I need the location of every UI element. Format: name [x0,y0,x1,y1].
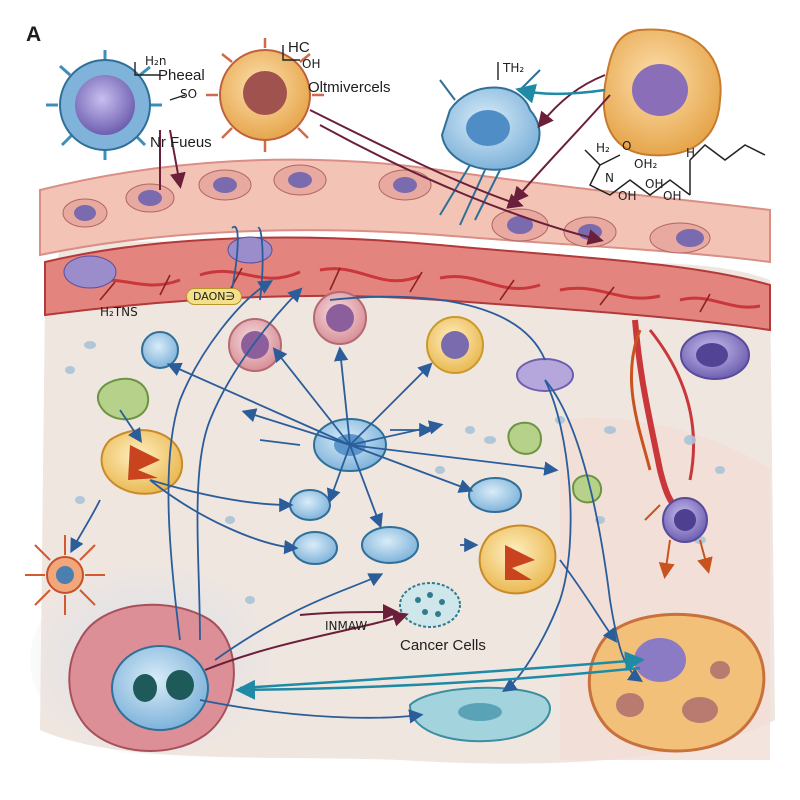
teal-arrows [235,83,645,700]
inner-nucleus [133,674,157,702]
chem-label: OH [302,57,321,71]
orange-arrows [644,504,713,579]
cancer-cell-granules [415,592,445,617]
inner-nucleus [166,670,194,700]
damaged-cell-core [505,545,535,580]
cancer-cells-label: Cancer Cells [400,637,486,654]
epithelial-nucleus [138,190,162,206]
panel-label: A [26,23,42,46]
mid-cells [96,291,750,595]
chem-label: H₂n [145,54,167,68]
spiky-cell [25,535,105,615]
blue-cell [292,531,338,565]
cancer-cell-cluster [399,582,461,628]
top-left-cell [46,50,162,160]
chem-label: H [686,146,696,160]
chem-strokes [134,45,499,101]
damaged-cell-core [128,445,160,480]
dendritic-nucleus [466,110,510,146]
bottom-left-large-cell [68,603,235,752]
spiky-cell-core [56,566,74,584]
chem-label: H₂ [596,141,610,155]
purple-cell-nucleus [696,343,728,367]
chem-label: OH [618,189,637,203]
chemical-structure [584,144,766,196]
blue-cell [289,489,331,521]
cell-granule [710,661,730,679]
blue-cell [361,526,419,564]
green-cell [507,421,542,455]
green-cell [96,377,150,421]
blue-arrows [70,225,643,724]
chem-label: SO [180,87,198,101]
epithelial-nucleus [507,216,533,234]
cell-caption: Oltmivercels [308,79,391,96]
epithelial-nucleus [213,177,237,193]
epithelial-nucleus [393,177,417,193]
chem-label: O [622,139,632,153]
chem-label: N [605,171,614,185]
blue-cell [468,477,522,513]
epithelial-nucleus [288,172,312,188]
badge-label: DAON∋ [186,288,243,305]
descending-vessel-branch [629,329,652,471]
cell-body [587,612,766,753]
descending-vessel-branch [648,329,696,481]
cell-nucleus [632,64,688,116]
cell-nucleus [75,75,135,135]
pink-cell-nucleus [326,304,354,332]
epithelial-nucleus [74,205,96,221]
small-blue-spiky-cell [141,331,179,369]
green-cell [572,474,603,504]
chem-label: OH [645,177,664,191]
chem-label: HC [288,39,310,56]
cell-caption: Nr Fueus [150,134,212,151]
cell-nucleus [634,638,686,682]
vessel-branches [79,267,761,309]
vessel-blood-cell [63,255,117,289]
vessel-capillaries [99,267,711,313]
epithelial-cells [62,164,711,254]
vessel-blood-cell [227,236,273,264]
yellow-cell-nucleus [441,331,469,359]
chem-label: Pheeal [158,67,205,84]
cell-granule [682,697,718,723]
chem-label: TH₂ [503,61,525,75]
epithelial-nucleus [676,229,704,247]
descending-vessel [632,319,682,513]
bottom-center-nucleus [458,703,502,721]
top-center-cell [206,38,324,152]
lavender-cell [516,358,574,392]
migrating-cell-nucleus [674,509,696,531]
tissue-particles [65,341,725,604]
chem-label: OH [663,189,682,203]
inner-cell [111,645,209,731]
cell-granule [616,693,644,717]
tissue-label: H₂TNS [100,305,138,319]
chem-label: OH₂ [634,157,658,171]
arrow-label: INMAW [325,619,368,633]
cell-nucleus [243,71,287,115]
top-right-large-cell [602,28,722,157]
blood-vessel [44,236,771,332]
bottom-right-large-cell [587,612,766,753]
